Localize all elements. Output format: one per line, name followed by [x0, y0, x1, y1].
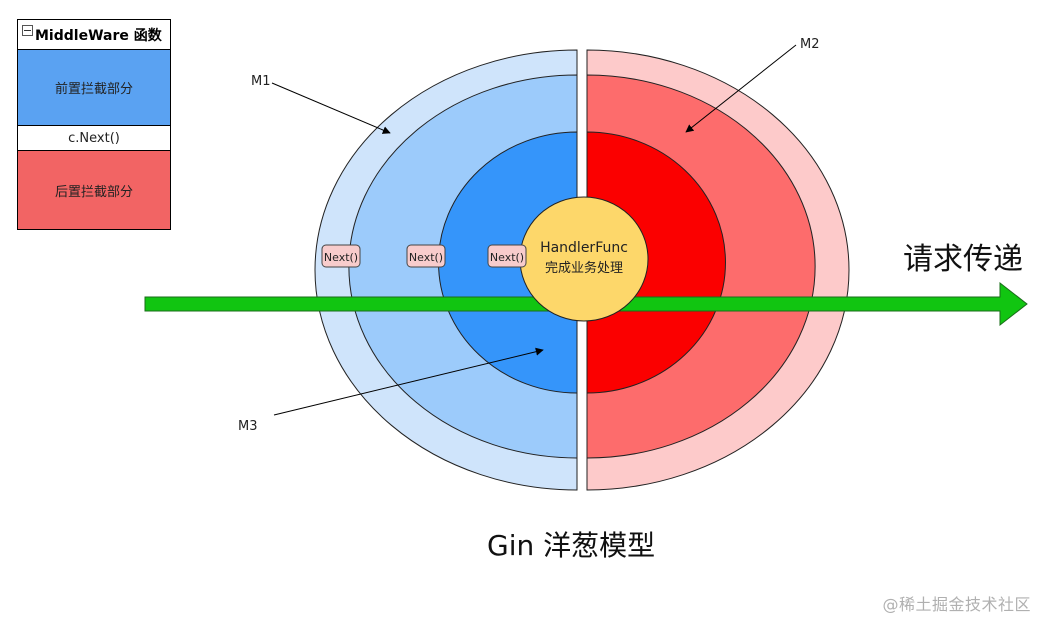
layer-m3-right [586, 131, 726, 394]
label-m2: M2 [800, 37, 820, 52]
watermark: @稀土掘金技术社区 [882, 595, 1031, 614]
legend-row-next: c.Next() [18, 126, 170, 151]
next-button-m3: Next() [487, 244, 527, 268]
m3-pointer [273, 347, 544, 416]
legend-row-pre: 前置拦截部分 [18, 50, 170, 126]
core-line1: HandlerFunc [540, 240, 628, 256]
legend-row-pre-label: 前置拦截部分 [54, 82, 133, 97]
collapse-icon[interactable] [22, 25, 33, 36]
m1-pointer [271, 82, 391, 134]
label-m1: M1 [251, 74, 271, 89]
m2-pointer [685, 44, 797, 133]
legend-row-next-label: c.Next() [68, 130, 120, 146]
legend-row-post-label: 后置拦截部分 [54, 184, 133, 200]
handler-core [519, 196, 649, 322]
legend-row-post: 后置拦截部分 [18, 151, 170, 229]
next-label-m2: Next() [409, 251, 443, 264]
request-flow-label: 请求传递 [903, 242, 1023, 277]
diagram-title: Gin 洋葱模型 [487, 529, 656, 562]
legend-header-text: MiddleWare 函数 [35, 27, 162, 44]
core-line2: 完成业务处理 [545, 260, 623, 276]
next-button-m2: Next() [406, 244, 446, 268]
next-button-m1: Next() [321, 244, 361, 268]
legend-header: MiddleWare 函数 [18, 20, 170, 50]
next-label-m1: Next() [324, 251, 358, 264]
legend: MiddleWare 函数 前置拦截部分 c.Next() 后置拦截部分 [17, 19, 171, 230]
label-m3: M3 [238, 419, 258, 434]
next-label-m3: Next() [490, 251, 524, 264]
